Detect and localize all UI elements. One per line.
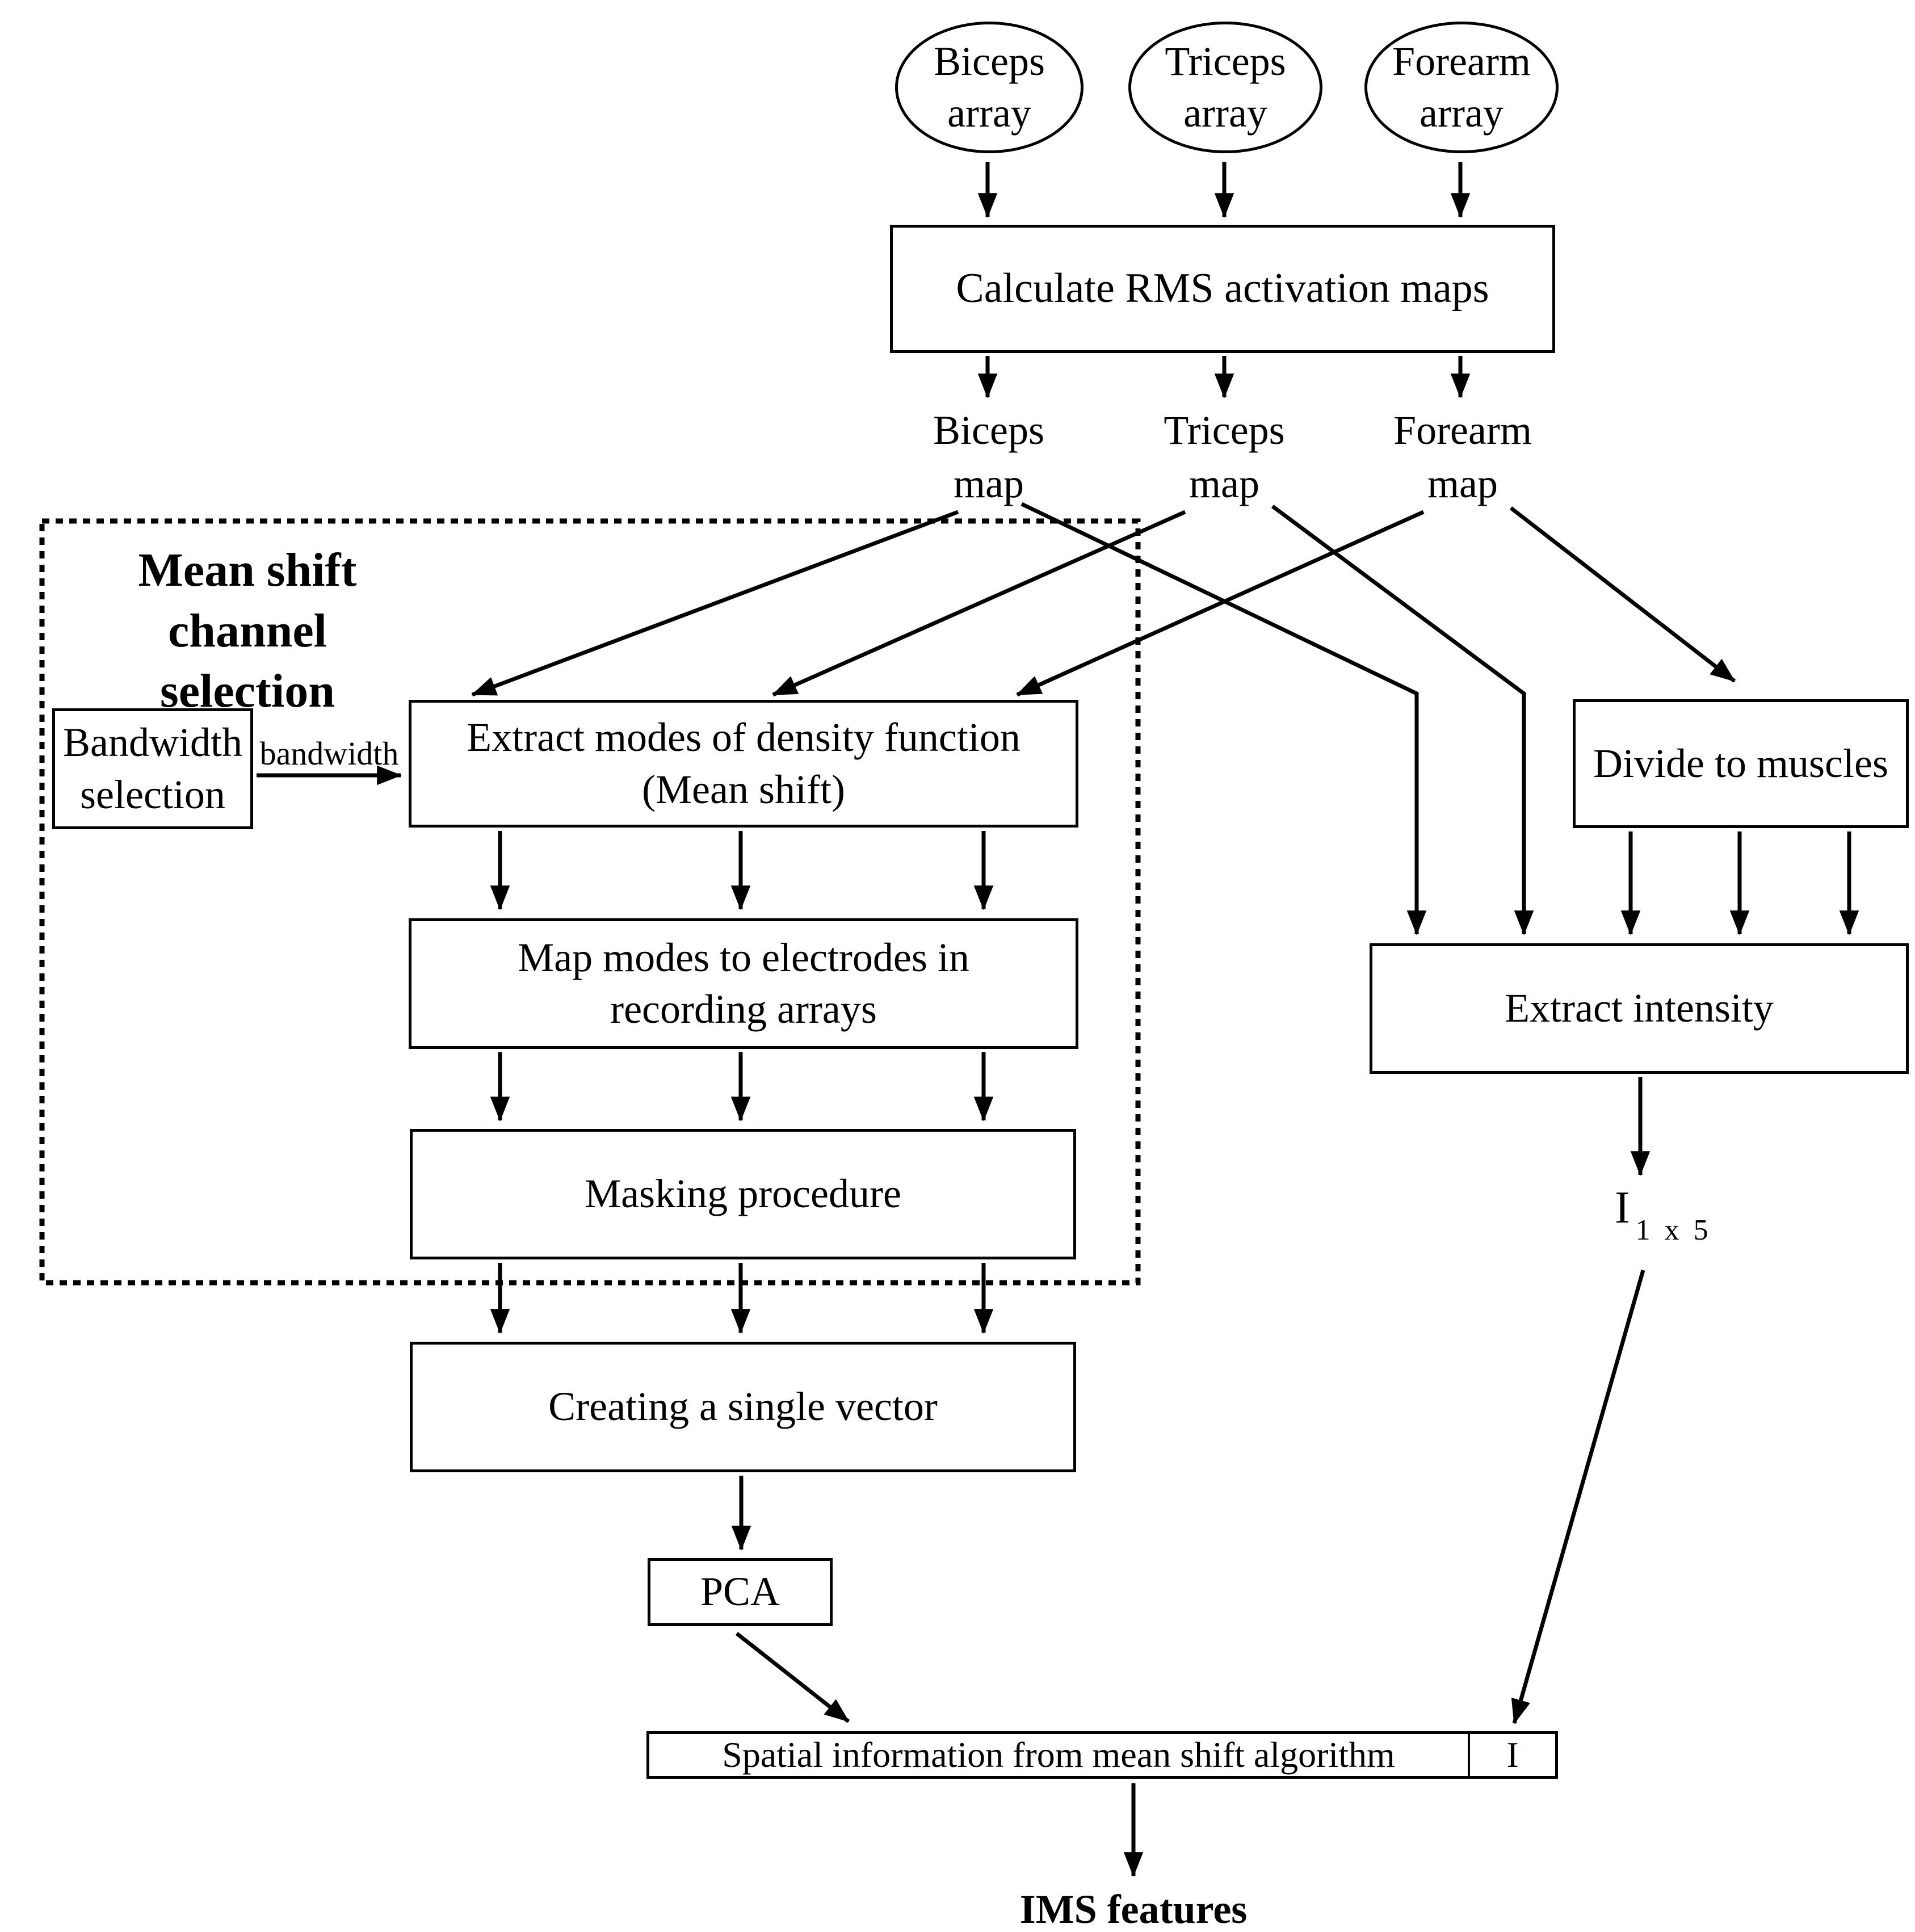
label-forearm-map: Forearm map	[1378, 404, 1548, 510]
ims-features-label: IMS features	[963, 1883, 1304, 1932]
box-extract-intensity: Extract intensity	[1370, 943, 1909, 1074]
box-pca: PCA	[648, 1558, 833, 1626]
intensity-cell-label: I	[1506, 1732, 1518, 1778]
arrow-forearm-map-to-divide	[1511, 508, 1735, 681]
bandwidth-edge-label: bandwidth	[250, 732, 409, 775]
box-creating-single-vector: Creating a single vector	[410, 1342, 1076, 1472]
forearm-array-label: Forearm array	[1392, 36, 1531, 140]
box-spatial-information: Spatial information from mean shift algo…	[646, 1731, 1558, 1779]
arrow-triceps-map-to-extract-modes	[773, 512, 1185, 695]
intensity-symbol-subscript: 1 x 5	[1636, 1214, 1712, 1246]
label-biceps-map: Biceps map	[904, 404, 1074, 510]
ellipse-triceps-array: Triceps array	[1128, 22, 1322, 153]
creating-single-vector-label: Creating a single vector	[548, 1381, 938, 1433]
ellipse-biceps-array: Biceps array	[895, 22, 1084, 153]
box-calculate-rms: Calculate RMS activation maps	[890, 225, 1555, 353]
box-map-modes: Map modes to electrodes in recording arr…	[409, 918, 1078, 1049]
triceps-array-label: Triceps array	[1165, 36, 1286, 140]
intensity-vector-symbol: I1 x 5	[1615, 1185, 1785, 1230]
biceps-array-label: Biceps array	[934, 36, 1045, 140]
arrow-ivector-to-icell	[1514, 1270, 1643, 1723]
mean-shift-group-title: Mean shift channel selection	[77, 540, 418, 722]
box-divide-to-muscles: Divide to muscles	[1573, 699, 1909, 828]
spatial-information-cell: Spatial information from mean shift algo…	[649, 1734, 1470, 1776]
map-modes-label: Map modes to electrodes in recording arr…	[518, 932, 969, 1036]
extract-modes-label: Extract modes of density function (Mean …	[467, 712, 1021, 816]
spatial-information-label: Spatial information from mean shift algo…	[722, 1732, 1395, 1778]
box-extract-modes: Extract modes of density function (Mean …	[409, 700, 1078, 828]
box-bandwidth-selection: Bandwidth selection	[52, 708, 253, 829]
arrow-biceps-map-to-extract-modes	[472, 512, 958, 695]
label-triceps-map: Triceps map	[1139, 404, 1309, 510]
bandwidth-selection-label: Bandwidth selection	[63, 717, 242, 821]
calculate-rms-label: Calculate RMS activation maps	[956, 262, 1489, 316]
masking-procedure-label: Masking procedure	[585, 1168, 901, 1220]
arrow-triceps-map-to-extract-intensity	[1273, 506, 1524, 934]
divide-to-muscles-label: Divide to muscles	[1593, 738, 1888, 789]
ellipse-forearm-array: Forearm array	[1364, 22, 1559, 153]
intensity-symbol-base: I	[1615, 1183, 1630, 1233]
arrow-pca-to-spatial	[737, 1633, 849, 1721]
extract-intensity-label: Extract intensity	[1505, 982, 1774, 1034]
box-masking-procedure: Masking procedure	[410, 1129, 1076, 1259]
intensity-result-cell: I	[1470, 1734, 1555, 1776]
pca-label: PCA	[700, 1566, 780, 1618]
